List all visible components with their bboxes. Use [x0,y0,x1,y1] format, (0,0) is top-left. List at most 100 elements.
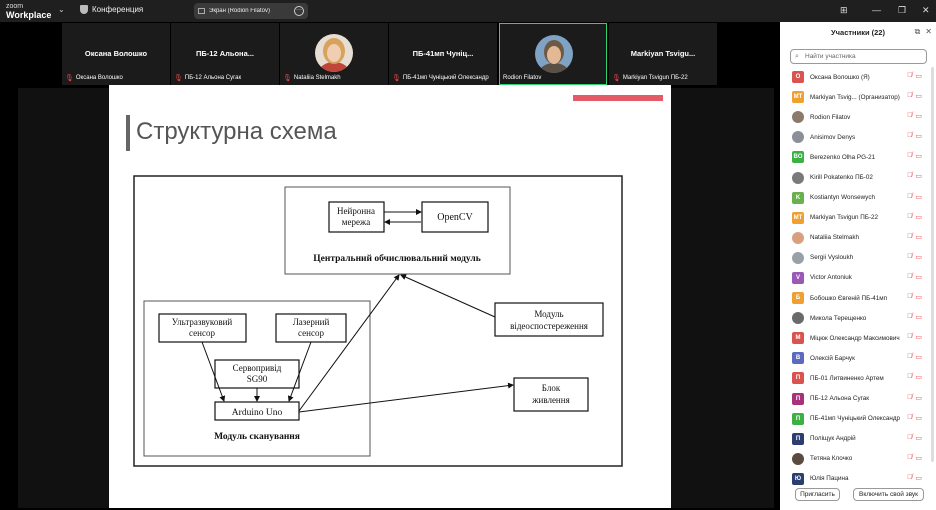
participant-row[interactable]: Nataliia Stelmakh🎙̸▭ [780,228,930,248]
video-off-icon: ▭ [915,93,922,101]
participant-name: Микола Терещенко [810,314,867,322]
mic-off-icon: 🎙̸ [907,72,913,79]
close-icon[interactable]: ✕ [922,5,930,15]
power-block-label-2: живлення [531,395,569,405]
participant-row[interactable]: Anisimov Denys🎙̸▭ [780,127,930,147]
mic-off-icon: 🎙̸ [907,453,913,461]
ultrasonic-sensor-label: Ультразвуковий [172,317,233,327]
chevron-down-icon[interactable]: ⌄ [58,5,65,14]
video-tile[interactable]: 🎙Nataliia Stelmakh [280,23,388,85]
participant-row[interactable]: Kirill Pokatenko ПБ-02 🎙̸▭ [780,167,930,187]
opencv-label: OpenCV [437,212,473,223]
video-off-icon: ▭ [915,193,922,201]
avatar [792,111,804,124]
screen-icon [198,8,205,14]
video-tile[interactable]: ПБ-41мп Чуніц... 🎙ПБ-41мп Чуніцький Олек… [389,23,497,85]
ultrasonic-sensor-label-2: сенсор [189,328,215,338]
minimize-icon[interactable]: — [872,5,881,15]
more-options-icon[interactable]: ··· [294,6,304,16]
participant-name: Тетяна Клочко [810,455,853,463]
mic-off-icon: 🎙̸ [907,433,913,441]
neural-network-label-2: мережа [342,217,370,227]
video-tile[interactable]: Оксана Волошко 🎙Оксана Волошко [62,23,170,85]
video-off-icon: ▭ [915,153,922,161]
invite-button[interactable]: Пригласить [795,488,840,501]
video-off-icon: ▭ [915,314,922,322]
panel-close-icon[interactable]: ✕ [925,27,932,36]
video-off-icon: ▭ [915,334,922,342]
avatar: П [792,412,804,425]
participant-name: Kirill Pokatenko ПБ-02 [810,174,873,182]
participant-row[interactable]: Тетяна Клочко 🎙̸▭ [780,449,930,469]
grid-view-icon[interactable]: ⊞ [840,5,848,15]
scrollbar[interactable] [931,67,934,462]
participant-row[interactable]: Rodion Filatov🎙̸▭ [780,107,930,127]
mic-off-icon: 🎙̸ [907,92,913,100]
participant-name: Markiyan Tsvigun ПБ-22 [810,214,879,222]
participant-name: ПБ-01 Литвиненко Артем [810,374,884,382]
participant-name: Оксана Волошко (Я) [810,73,870,81]
unmute-button[interactable]: Включить свой звук [853,488,924,501]
avatar [792,312,804,325]
mic-off-icon: 🎙̸ [907,172,913,180]
screen-share-indicator[interactable]: Экран (Rodion Filatov) ··· [194,3,308,19]
video-off-icon: ▭ [915,73,922,80]
mic-off-icon: 🎙̸ [907,413,913,421]
participant-name: Юлія Пацина [810,475,849,483]
block-diagram: Нейронна мережа OpenCV Центральний обчис… [133,175,623,467]
mic-off-icon: 🎙̸ [907,152,913,160]
video-module-label-2: відеоспостереження [510,321,588,331]
servo-label-2: SG90 [247,374,268,384]
video-module-label: Модуль [534,309,563,319]
video-off-icon: ▭ [915,414,922,422]
mic-off-icon: 🎙̸ [907,313,913,321]
title-bar: zoom Workplace ⌄ Конференция Экран (Rodi… [0,0,936,22]
power-block-label: Блок [542,383,561,393]
avatar [792,231,804,244]
share-indicator-label: Экран (Rodion Filatov) [209,8,270,14]
participant-row[interactable]: Sergii Vysloukh🎙̸▭ [780,248,930,268]
video-off-icon: ▭ [915,434,922,442]
participant-row[interactable]: Микола Терещенко 🎙̸▭ [780,308,930,328]
mic-off-icon: 🎙 [283,75,292,82]
pop-out-icon[interactable]: ⧉ [914,27,921,36]
video-tile-active-speaker[interactable]: Rodion Filatov [499,23,607,85]
video-off-icon: ▭ [915,374,922,382]
video-off-icon: ▭ [915,294,922,302]
search-input[interactable]: ⌕ Найти участника [790,49,927,64]
mic-off-icon: 🎙̸ [907,212,913,220]
video-off-icon: ▭ [915,233,922,241]
participant-name: Поліщук Андрій [810,435,856,443]
avatar: П [792,392,804,405]
video-off-icon: ▭ [915,454,922,462]
slide-title: Структурна схема [136,118,337,145]
meeting-label: Конференция [92,5,144,14]
mic-off-icon: 🎙̸ [907,333,913,341]
mic-off-icon: 🎙 [174,75,183,82]
video-tile[interactable]: ПБ-12 Альона... 🎙ПБ-12 Альона Сугак [171,23,279,85]
video-strip: Оксана Волошко 🎙Оксана Волошко ПБ-12 Аль… [62,23,718,85]
avatar: Б [792,292,804,305]
maximize-icon[interactable]: ❐ [898,5,907,15]
mic-off-icon: 🎙 [392,75,401,82]
meeting-info-button[interactable]: Конференция [80,5,143,14]
video-off-icon: ▭ [915,173,922,181]
participant-name: Berezenko Olha PG-21 [810,153,876,161]
video-tile[interactable]: Markiyan Tsvigu... 🎙Markiyan Tsvigun ПБ-… [609,23,717,85]
participant-name: Anisimov Denys [810,133,856,141]
